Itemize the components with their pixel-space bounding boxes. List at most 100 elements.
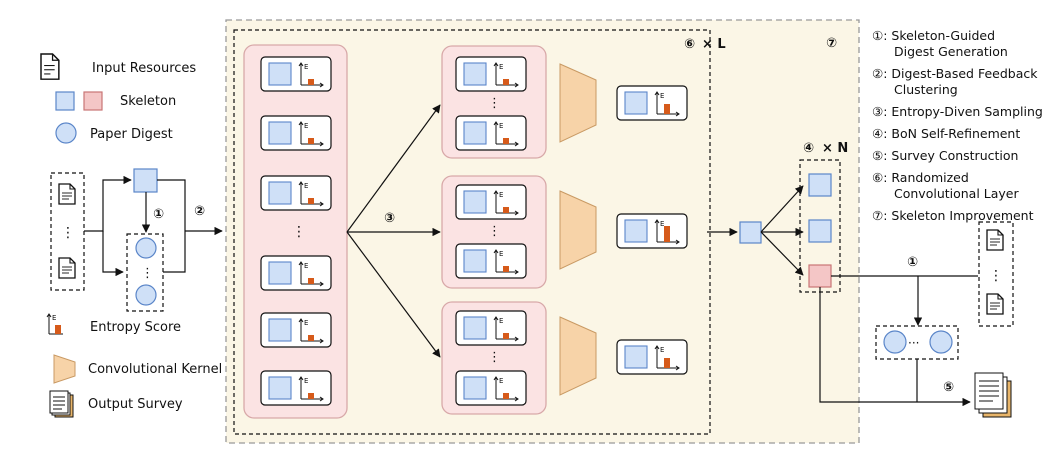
bon-selected xyxy=(808,264,832,288)
entropy-bar xyxy=(664,104,670,114)
step-legend-line: Clustering xyxy=(894,82,958,97)
skeleton-square xyxy=(463,376,487,400)
sample-ellipsis: ⋮ xyxy=(488,350,501,365)
entropy-axis-arrow xyxy=(493,190,499,195)
entropy-axis-e: E xyxy=(499,377,503,385)
entropy-bar xyxy=(308,79,314,85)
skeleton-square xyxy=(463,249,487,273)
pool-skeleton-card: E xyxy=(260,56,332,92)
sampled-skeleton-card: E xyxy=(455,56,527,92)
step-legend-line: ④: BoN Self-Refinement xyxy=(872,126,1020,141)
entropy-axis-e: E xyxy=(499,250,503,258)
entropy-score-icon: E xyxy=(46,313,63,335)
right-doc-icon xyxy=(986,229,1004,251)
entropy-axis-arrow xyxy=(319,141,324,147)
initial-skeleton xyxy=(133,168,158,193)
entropy-axis-e: E xyxy=(499,63,503,71)
entropy-axis-arrow xyxy=(319,201,324,207)
entropy-axis-arrow xyxy=(675,365,680,371)
digest-circle xyxy=(929,330,953,354)
entropy-axis-arrow xyxy=(298,181,304,186)
entropy-bar xyxy=(308,335,314,341)
entropy-axis-arrow xyxy=(654,219,660,224)
legend-convolutional-kernel: Convolutional Kernel xyxy=(88,362,222,377)
digest-circle xyxy=(135,237,157,259)
step-legend-line: ②: Digest-Based Feedback xyxy=(872,66,1038,81)
sampled-skeleton-card: E xyxy=(455,310,527,346)
pool-ellipsis: ⋮ xyxy=(292,224,306,240)
sample-ellipsis: ⋮ xyxy=(488,96,501,111)
digest-ellipsis: ⋮ xyxy=(141,266,154,281)
step-legend-line: Digest Generation xyxy=(894,44,1008,59)
step-legend-line: ③: Entropy-Diven Sampling xyxy=(872,104,1043,119)
output-survey-icon xyxy=(49,390,74,418)
entropy-axis-arrow xyxy=(493,376,499,381)
entropy-axis-e: E xyxy=(660,92,664,100)
entropy-axis-arrow xyxy=(675,111,680,117)
entropy-axis-e: E xyxy=(52,314,56,322)
entropy-axis-arrow xyxy=(298,376,304,381)
entropy-axis-arrow xyxy=(298,261,304,266)
entropy-bar xyxy=(503,333,509,339)
pool-skeleton-card: E xyxy=(260,115,332,151)
legend: Input Resources Skeleton Paper Digest E … xyxy=(40,53,222,418)
entropy-bar xyxy=(503,79,509,85)
marker-6: ⑥ xyxy=(684,37,695,52)
entropy-axis-e: E xyxy=(660,346,664,354)
input-doc-icon xyxy=(58,257,76,279)
entropy-axis-e: E xyxy=(499,122,503,130)
entropy-axis-arrow xyxy=(514,210,519,216)
skeleton-square xyxy=(463,190,487,214)
entropy-axis-arrow xyxy=(493,316,499,321)
entropy-bar xyxy=(664,226,670,242)
skeleton-square xyxy=(624,345,648,369)
skeleton-square xyxy=(463,121,487,145)
kernel-output-card: E xyxy=(616,213,688,249)
skeleton-blue-icon xyxy=(55,91,75,111)
input-doc-icon xyxy=(58,183,76,205)
skeleton-square xyxy=(624,219,648,243)
bon-candidate xyxy=(808,219,832,243)
entropy-axis-arrow xyxy=(298,121,304,126)
entropy-axis-arrow xyxy=(319,281,324,287)
final-survey-icon xyxy=(974,372,1012,418)
entropy-bar xyxy=(308,198,314,204)
marker-1b: ① xyxy=(907,255,918,270)
entropy-axis-e: E xyxy=(304,319,308,327)
legend-skeleton: Skeleton xyxy=(120,94,176,109)
right-docs-ellipsis: ⋮ xyxy=(989,268,1003,284)
entropy-axis-arrow xyxy=(493,62,499,67)
entropy-bar xyxy=(503,266,509,272)
skeleton-pink-icon xyxy=(83,91,103,111)
sampled-skeleton-card: E xyxy=(455,115,527,151)
skeleton-square xyxy=(268,181,292,205)
paper-digest-icon xyxy=(55,122,77,144)
entropy-axis-arrow xyxy=(493,249,499,254)
entropy-axis-e: E xyxy=(499,317,503,325)
entropy-axis-arrow xyxy=(319,338,324,344)
marker-5: ⑤ xyxy=(943,380,954,395)
skeleton-square xyxy=(268,318,292,342)
right-doc-icon xyxy=(986,293,1004,315)
conv-kernel xyxy=(559,63,597,143)
marker-3: ③ xyxy=(384,211,395,226)
pool-skeleton-card: E xyxy=(260,255,332,291)
entropy-axis-arrow xyxy=(298,318,304,323)
conv-kernel xyxy=(559,316,597,396)
marker-7: ⑦ xyxy=(826,36,837,51)
sampled-skeleton-card: E xyxy=(455,370,527,406)
entropy-axis-arrow xyxy=(654,345,660,350)
merged-skeleton xyxy=(739,221,762,244)
step-legend-line: ①: Skeleton-Guided xyxy=(872,28,995,43)
entropy-axis-e: E xyxy=(304,122,308,130)
times-l: × L xyxy=(702,37,726,52)
entropy-axis-arrow xyxy=(514,269,519,275)
input-resources-icon xyxy=(40,53,60,80)
sampled-skeleton-card: E xyxy=(455,184,527,220)
step-legend-line: ⑥: Randomized xyxy=(872,170,969,185)
digest-circle xyxy=(135,284,157,306)
entropy-bar xyxy=(308,138,314,144)
convolutional-kernel-icon xyxy=(53,354,76,384)
entropy-bar xyxy=(308,278,314,284)
